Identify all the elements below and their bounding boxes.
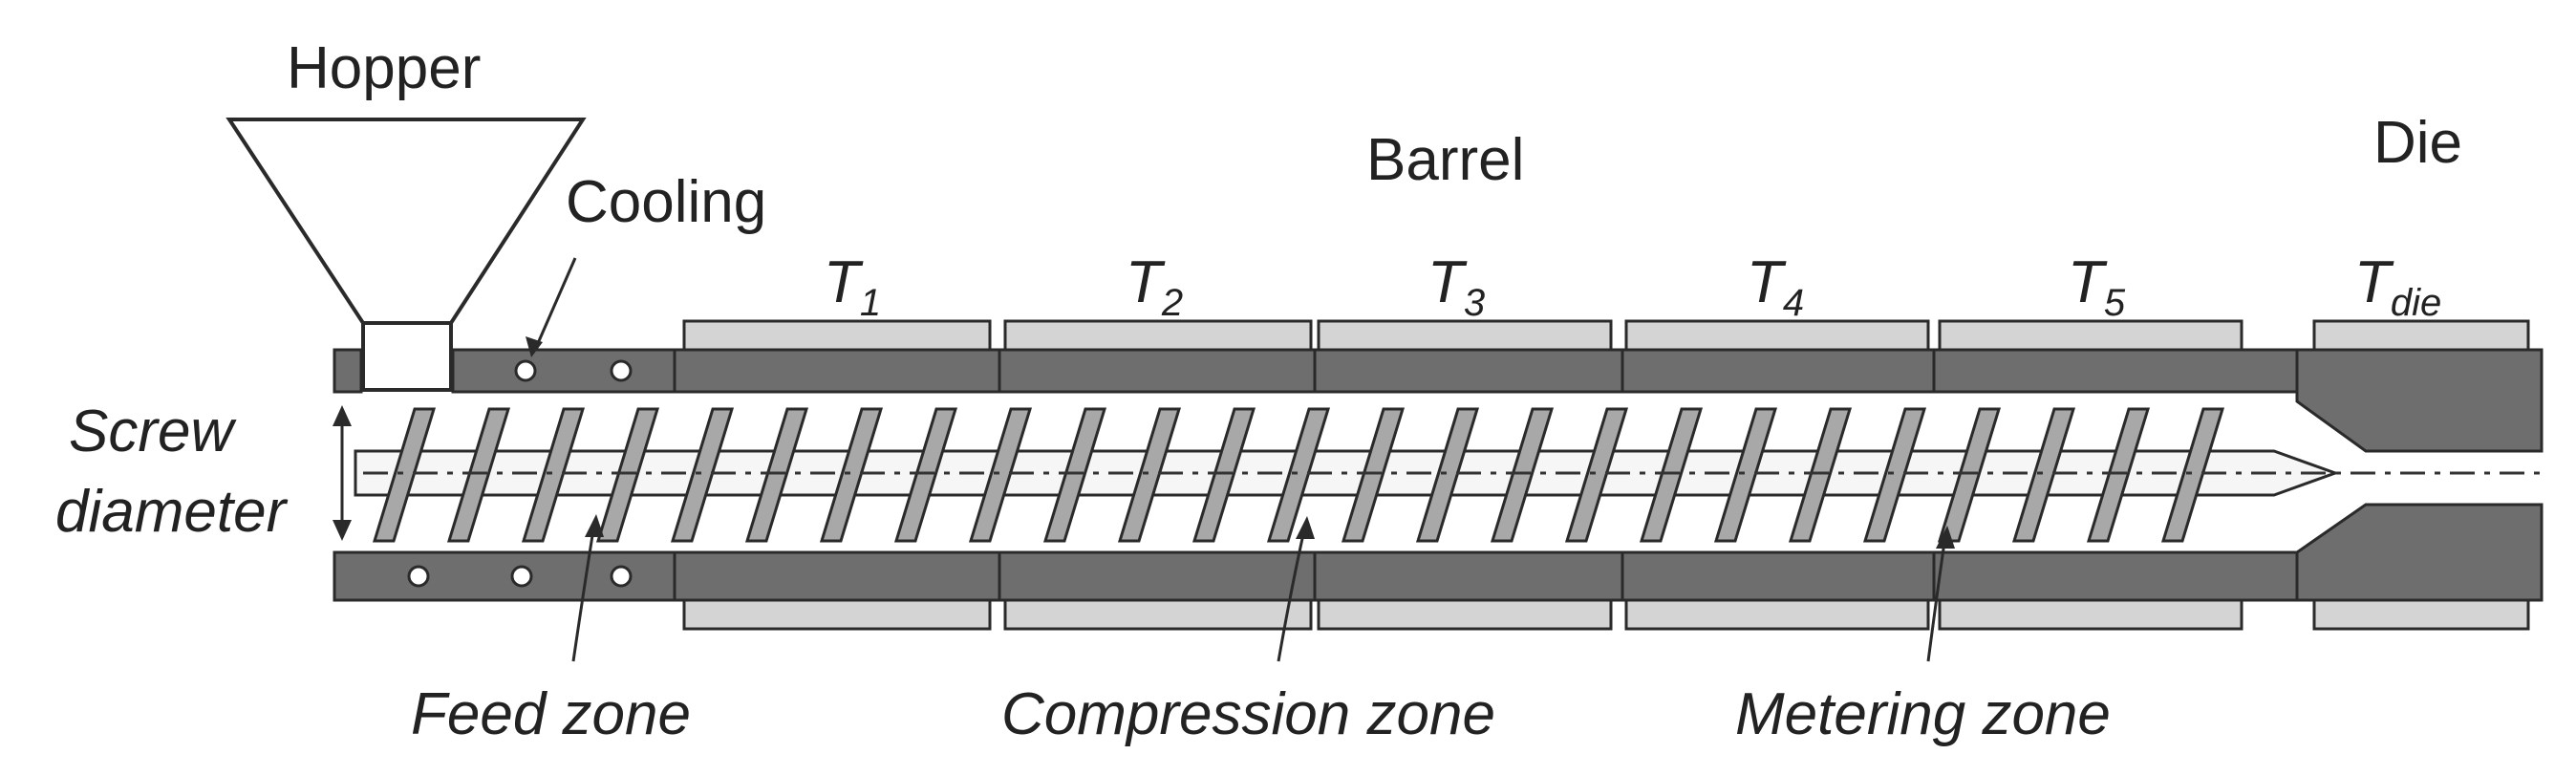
screw-flight [1341, 407, 1406, 543]
barrel-wall-top-1 [673, 348, 1001, 394]
compression-zone-label: Compression zone [1001, 681, 1495, 747]
zone-temp-label-1: T1 [824, 249, 881, 324]
screw-flight [1117, 407, 1182, 543]
barrel-wall-top-feed-b [451, 348, 676, 394]
heater-band-bottom-1 [682, 598, 992, 631]
barrel-wall-bottom-5 [1932, 550, 2299, 602]
compression-zone-leader [1277, 525, 1307, 662]
barrel-wall-top-3 [1313, 348, 1624, 394]
screw-flight [1415, 407, 1480, 543]
heater-band-bottom-2 [1003, 598, 1313, 631]
cooling-hole [514, 359, 537, 382]
heater-band-top-4 [1624, 319, 1930, 352]
zone-temp-label-3: T3 [1428, 249, 1485, 324]
heater-band-bottom-4 [1624, 598, 1930, 631]
dimension-arrow-up [333, 405, 352, 426]
feed-zone-label: Feed zone [411, 681, 691, 747]
screw-flight [1042, 407, 1107, 543]
screw-flight [1490, 407, 1555, 543]
heater-band-top-3 [1317, 319, 1613, 352]
heater-band-top-5 [1938, 319, 2243, 352]
heater-band-bottom-3 [1317, 598, 1613, 631]
heater-bands-bottom [682, 598, 2530, 631]
screw-flight [1564, 407, 1629, 543]
screw-flight [893, 407, 958, 543]
barrel-wall-bottom-4 [1621, 550, 1936, 602]
screw-flight [2011, 407, 2076, 543]
zone-temp-label-die: Tdie [2354, 249, 2441, 324]
die-body [2295, 348, 2544, 602]
barrel-label: Barrel [1366, 127, 1524, 193]
screw-flight [1713, 407, 1778, 543]
barrel-wall-top-5 [1932, 348, 2299, 394]
screw-flight [372, 407, 437, 543]
cooling-hole [610, 565, 633, 588]
cooling-holes [407, 359, 633, 588]
heater-band-top-die [2312, 319, 2530, 352]
compression-zone-leader-arrow [1296, 516, 1315, 539]
metering-zone-label: Metering zone [1735, 681, 2111, 747]
heater-band-top-2 [1003, 319, 1313, 352]
screw-flight [1191, 407, 1256, 543]
barrel-wall-bottom-2 [998, 550, 1317, 602]
screw-diameter-label-line2: diameter [55, 479, 289, 545]
labels: Hopper Cooling Barrel Die Screw diameter… [55, 35, 2462, 747]
cooling-hole [407, 565, 430, 588]
metering-zone-leader-arrow [1936, 526, 1955, 549]
screw-flight [2160, 407, 2225, 543]
screw [354, 407, 2542, 543]
screw-flight [1788, 407, 1853, 543]
cooling-label: Cooling [566, 169, 766, 235]
screw-flight [446, 407, 511, 543]
cooling-leader [533, 257, 577, 351]
heater-band-top-1 [682, 319, 992, 352]
barrel-wall-top-2 [998, 348, 1317, 394]
hopper-label: Hopper [287, 35, 481, 101]
cooling-hole [510, 565, 533, 588]
hopper-throat [361, 321, 453, 392]
screw-flight [968, 407, 1033, 543]
screw-flight [595, 407, 660, 543]
heater-bands-top [682, 319, 2530, 352]
screw-diameter-label-line1: Screw [69, 399, 237, 464]
screw-flight [670, 407, 735, 543]
dimension-arrow-down [333, 520, 352, 541]
zone-temp-label-4: T4 [1747, 249, 1804, 324]
die-upper-block [2295, 348, 2544, 453]
screw-flight [1266, 407, 1331, 543]
screw-flight [2086, 407, 2151, 543]
zone-temp-label-5: T5 [2068, 249, 2126, 324]
die-label: Die [2373, 110, 2462, 176]
heater-band-bottom-die [2312, 598, 2530, 631]
barrel-wall-bottom-3 [1313, 550, 1624, 602]
zone-temp-label-2: T2 [1126, 249, 1183, 324]
screw-flight [521, 407, 586, 543]
cooling-hole [610, 359, 633, 382]
heater-band-bottom-5 [1938, 598, 2243, 631]
screw-flight [819, 407, 884, 543]
barrel-wall-bottom-1 [673, 550, 1001, 602]
hopper [225, 118, 587, 392]
screw-flight [1639, 407, 1704, 543]
feed-zone-leader-arrow [585, 514, 604, 537]
screw-flight [1862, 407, 1927, 543]
cooling-leader-arrow [526, 336, 543, 357]
barrel-wall-top-4 [1621, 348, 1936, 394]
barrel-walls [333, 348, 2299, 602]
screw-flights [372, 407, 2225, 543]
barrel-wall-top-feed-a [333, 348, 363, 394]
feed-zone-leader [571, 523, 596, 662]
die-lower-block [2295, 503, 2544, 602]
screw-diameter-dimension [333, 405, 352, 541]
screw-flight [744, 407, 809, 543]
hopper-funnel [225, 118, 587, 325]
leader-lines [526, 257, 1955, 662]
screw-flight [1937, 407, 2002, 543]
